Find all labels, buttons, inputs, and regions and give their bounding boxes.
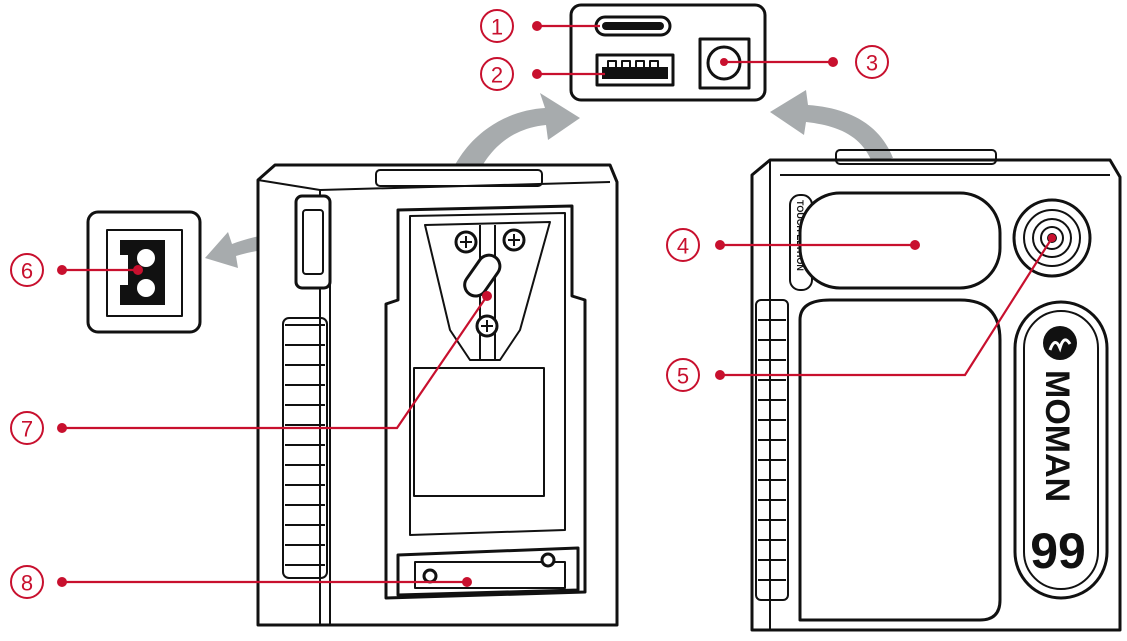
brand-name: MOMAN xyxy=(1038,370,1076,502)
d-tap-detail-box xyxy=(86,210,202,334)
svg-text:7: 7 xyxy=(21,417,33,442)
arrow-icon xyxy=(450,93,580,180)
v-mount-plate xyxy=(384,204,587,600)
callout-lines xyxy=(57,21,1056,587)
callout-8: 8 xyxy=(10,565,44,599)
callout-7: 7 xyxy=(10,411,44,445)
callout-4: 4 xyxy=(666,228,700,262)
logo-icon xyxy=(1043,326,1077,360)
brand-badge: MOMAN 99 xyxy=(1013,300,1109,600)
usb-a-port xyxy=(595,53,675,87)
svg-text:4: 4 xyxy=(677,234,689,259)
callout-6: 6 xyxy=(10,253,44,287)
svg-text:3: 3 xyxy=(866,51,878,76)
vents xyxy=(755,299,789,601)
port-detail-box xyxy=(569,3,767,102)
model-number: 99 xyxy=(1030,523,1086,579)
contacts xyxy=(396,546,580,597)
callout-5: 5 xyxy=(666,358,700,392)
callout-3: 3 xyxy=(855,45,889,79)
battery-back-view xyxy=(256,163,619,627)
svg-text:2: 2 xyxy=(491,63,503,88)
vents xyxy=(282,317,328,579)
callout-2: 2 xyxy=(480,57,514,91)
arrow-icon xyxy=(770,90,893,162)
svg-text:1: 1 xyxy=(491,15,503,40)
svg-text:6: 6 xyxy=(21,259,33,284)
svg-text:8: 8 xyxy=(21,571,33,596)
d-tap-port xyxy=(294,194,332,290)
svg-text:5: 5 xyxy=(677,364,689,389)
battery-front-view: TOUCH EDITION MOMAN 99 xyxy=(750,149,1122,632)
callout-1: 1 xyxy=(480,9,514,43)
display xyxy=(798,191,1002,290)
